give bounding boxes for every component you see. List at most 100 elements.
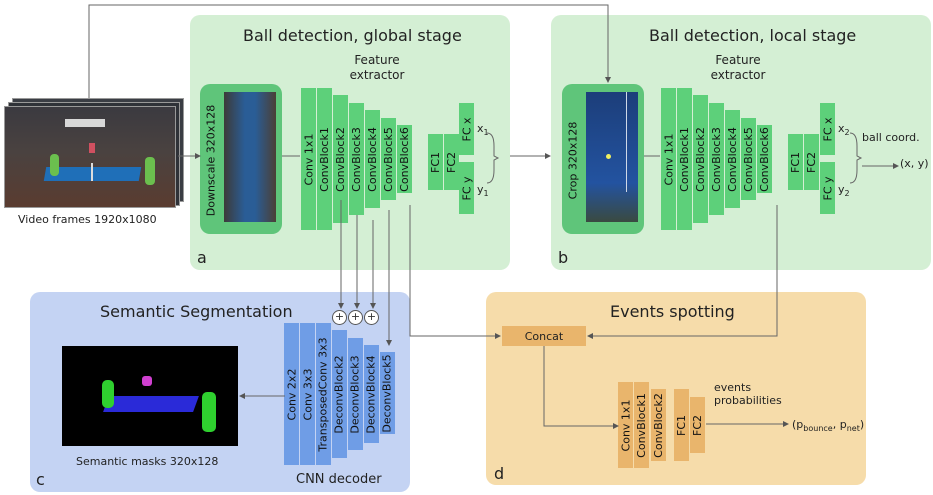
global-block-1-label: ConvBlock1 [318, 126, 331, 192]
local-block-5-label: ConvBlock5 [742, 126, 755, 192]
local-block-2: ConvBlock2 [693, 95, 708, 223]
crop-label-box: Crop 320x128 [562, 90, 584, 230]
add-icon: + [348, 310, 363, 325]
local-block-5: ConvBlock5 [741, 118, 756, 200]
global-block-4: ConvBlock4 [365, 110, 380, 208]
downscale-image [224, 92, 276, 222]
local-block-6: ConvBlock6 [757, 125, 772, 193]
decoder-block-4: DeconvBlock3 [348, 338, 363, 450]
global-out-y: y1 [477, 183, 489, 199]
events-block-2-label: ConvBlock2 [652, 392, 665, 458]
cnn-decoder-label: CNN decoder [296, 472, 382, 487]
add-icon: + [332, 310, 347, 325]
decoder-block-6-label: DeconvBlock5 [381, 353, 394, 433]
local-out-x: x2 [838, 122, 850, 138]
panel-letter-b: b [558, 248, 569, 267]
events-block-0: Conv 1x1 [618, 382, 633, 468]
global-block-5-label: ConvBlock5 [382, 126, 395, 192]
semantic-masks-label: Semantic masks 320x128 [76, 455, 219, 468]
panel-letter-d: d [494, 464, 505, 483]
decoder-block-5: DeconvBlock4 [364, 345, 379, 443]
global-block-6-label: ConvBlock6 [398, 126, 411, 192]
output-close: ) [859, 418, 865, 431]
video-frame-image [4, 106, 176, 208]
global-fc-1-label: FC2 [445, 151, 459, 173]
global-fc-1: FC2 [444, 134, 459, 190]
local-fc-y-label: FC y [821, 175, 835, 201]
local-fc-1-label: FC2 [805, 151, 819, 173]
events-title: Events spotting [610, 302, 735, 321]
decoder-block-1: Conv 3x3 [300, 323, 315, 465]
local-block-3: ConvBlock3 [709, 103, 724, 215]
global-block-4-label: ConvBlock4 [366, 126, 379, 192]
global-block-3-label: ConvBlock3 [350, 126, 363, 192]
decoder-block-2: TransposedConv 3x3 [316, 323, 331, 465]
global-block-6: ConvBlock6 [397, 125, 412, 193]
net-sub: net [846, 424, 860, 434]
local-fc-1: FC2 [804, 134, 819, 190]
local-block-3-label: ConvBlock3 [710, 126, 723, 192]
local-block-6-label: ConvBlock6 [758, 126, 771, 192]
decoder-block-3: DeconvBlock2 [332, 330, 347, 458]
decoder-block-3-label: DeconvBlock2 [333, 354, 346, 434]
local-block-0: Conv 1x1 [661, 88, 676, 230]
global-stage-title: Ball detection, global stage [243, 26, 462, 45]
events-block-3: FC1 [674, 389, 689, 461]
global-fc-y-label: FC y [460, 175, 474, 201]
local-fc-x: FC x [820, 103, 835, 155]
local-block-1: ConvBlock1 [677, 88, 692, 230]
concat-label: Concat [524, 329, 564, 343]
local-block-1-label: ConvBlock1 [678, 126, 691, 192]
decoder-block-5-label: DeconvBlock4 [365, 354, 378, 434]
global-feature-extractor-label: Feature extractor [349, 53, 405, 82]
global-out-x: x1 [477, 122, 489, 138]
local-fc-y: FC y [820, 162, 835, 214]
events-probabilities-label: events probabilities [714, 381, 782, 407]
global-block-3: ConvBlock3 [349, 103, 364, 215]
global-block-0: Conv 1x1 [301, 88, 316, 230]
events-block-1: ConvBlock1 [634, 382, 649, 468]
local-out-y: y2 [838, 183, 850, 199]
decoder-block-0: Conv 2x2 [284, 323, 299, 465]
local-feature-extractor-label: Feature extractor [710, 53, 766, 82]
semantic-mask-image [62, 346, 238, 446]
global-fc-y: FC y [459, 162, 474, 214]
global-fc-x: FC x [459, 103, 474, 155]
global-block-2: ConvBlock2 [333, 95, 348, 223]
decoder-block-4-label: DeconvBlock3 [349, 354, 362, 434]
events-block-3-label: FC1 [675, 414, 689, 436]
output-comma: , p [832, 418, 847, 431]
global-block-2-label: ConvBlock2 [334, 126, 347, 192]
video-frames-label: Video frames 1920x1080 [18, 213, 157, 226]
global-block-1: ConvBlock1 [317, 88, 332, 230]
add-icon: + [364, 310, 379, 325]
local-stage-title: Ball detection, local stage [649, 26, 857, 45]
global-block-0-label: Conv 1x1 [302, 133, 315, 185]
events-block-1-label: ConvBlock1 [635, 392, 648, 458]
events-block-2: ConvBlock2 [651, 389, 666, 461]
decoder-block-0-label: Conv 2x2 [285, 368, 298, 420]
local-block-4-label: ConvBlock4 [726, 126, 739, 192]
local-fc-x-label: FC x [821, 116, 835, 142]
crop-image [586, 92, 638, 222]
downscale-label: Downscale 320x128 [204, 104, 218, 216]
local-block-0-label: Conv 1x1 [662, 133, 675, 185]
events-block-0-label: Conv 1x1 [619, 399, 632, 451]
decoder-block-6: DeconvBlock5 [380, 352, 395, 434]
events-output-label: (pbounce, pnet) [792, 418, 864, 433]
local-fc-0: FC1 [788, 134, 803, 190]
panel-letter-a: a [197, 248, 207, 267]
bounce-sub: bounce [803, 424, 833, 434]
output-open: (p [792, 418, 804, 431]
global-fc-x-label: FC x [460, 116, 474, 142]
local-block-4: ConvBlock4 [725, 110, 740, 208]
decoder-block-1-label: Conv 3x3 [301, 368, 314, 420]
crop-label: Crop 320x128 [566, 121, 580, 199]
events-block-4-label: FC2 [691, 414, 705, 436]
video-frames-stack [4, 98, 184, 208]
decoder-block-2-label: TransposedConv 3x3 [317, 336, 331, 452]
xy-output-label: (x, y) [900, 157, 929, 170]
ball-coord-label: ball coord. [862, 131, 920, 144]
concat-box: Concat [502, 326, 586, 346]
